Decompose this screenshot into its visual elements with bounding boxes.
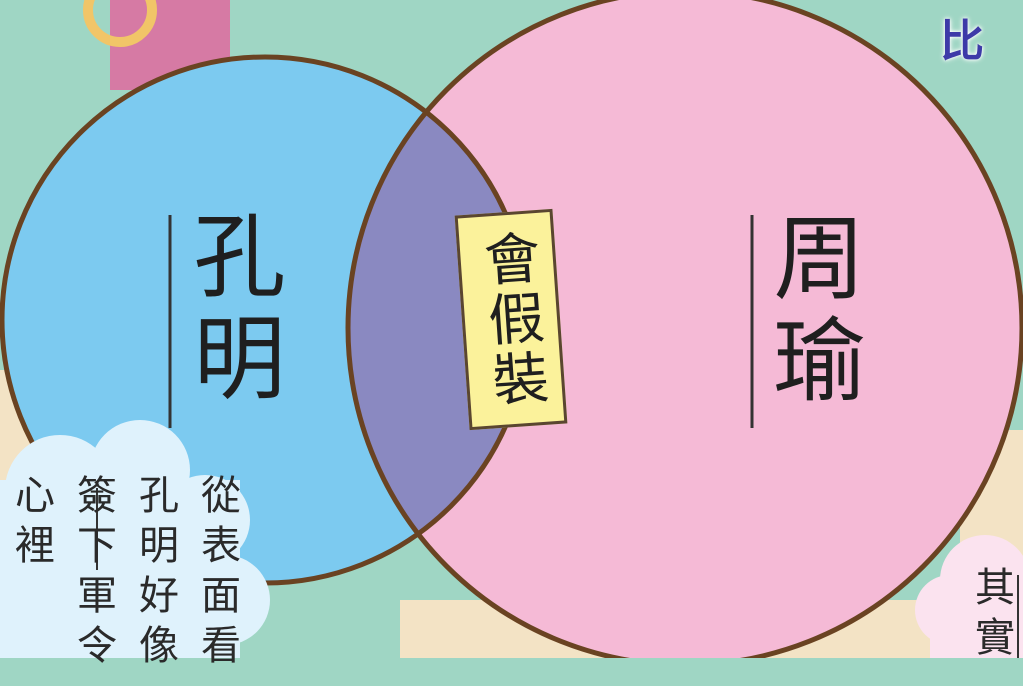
- overlap-tag: 會假裝: [454, 208, 568, 431]
- overlap-label: 會假裝: [472, 227, 551, 412]
- cloud-left: [0, 420, 270, 658]
- right-circle: [348, 0, 1022, 658]
- cloud-left-text: 從表面看孔明好像簽下軍令心裡: [8, 474, 240, 674]
- venn-diagram-scene: [0, 0, 1023, 658]
- right-circle-outline: [345, 0, 1023, 658]
- left-set-label: 孔明: [178, 208, 285, 412]
- cloud-right: [915, 535, 1023, 658]
- chapter-badge: 比: [940, 16, 984, 67]
- cloud-right-text: 其實: [968, 566, 1014, 666]
- right-set-label: 周瑜: [758, 210, 865, 414]
- illustration-ring: [83, 0, 157, 47]
